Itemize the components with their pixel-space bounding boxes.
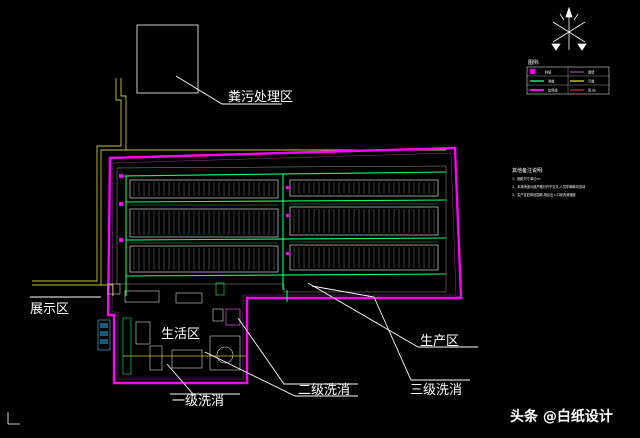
legend-item-dirty-road: 污道 — [588, 79, 595, 84]
clean-road — [119, 171, 447, 302]
note-line: 2、本场净道污道严格分开不交叉,人员车辆单向流动 — [512, 184, 585, 189]
legend-item-wall: 围墙 — [588, 70, 595, 75]
disinfection-station-1 — [97, 319, 111, 351]
note-line: 3、生产区四周设围墙,场区出入口设洗消通道 — [512, 192, 576, 197]
leader-lines — [30, 75, 478, 397]
notes: 其他备注说明: 1、图纸尺寸单位:m 2、本场净道污道严格分开不交叉,人员车辆单… — [512, 167, 585, 197]
label-production-zone: 生产区 — [420, 334, 459, 349]
dirty-road — [32, 78, 446, 296]
ucs-icon — [7, 412, 20, 425]
watermark: 头条 @白纸设计 — [510, 408, 613, 425]
legend-item-boundary: 边界线 — [548, 88, 558, 93]
north-arrow-icon — [550, 6, 588, 51]
display-area — [107, 282, 225, 304]
legend-item-wind: 风 向 — [588, 88, 595, 93]
site-boundary — [106, 146, 463, 385]
barn-group-left — [129, 179, 279, 273]
barn-group-right — [289, 179, 439, 271]
legend: 图例: 料塔 围墙 净道 污道 边界线 风 向 — [526, 59, 610, 95]
living-area — [122, 308, 241, 375]
label-disinfect-3: 三级洗消 — [410, 383, 462, 398]
notes-title: 其他备注说明: — [512, 167, 544, 174]
label-display-zone: 展示区 — [30, 302, 69, 317]
label-living-zone: 生活区 — [161, 327, 200, 342]
label-disinfect-2: 二级洗消 — [298, 383, 350, 398]
feed-tower-swatch-icon — [530, 69, 535, 74]
note-line: 1、图纸尺寸单位:m — [512, 176, 541, 181]
legend-item-clean-road: 净道 — [548, 79, 555, 84]
manure-treatment-area — [136, 24, 199, 94]
legend-title: 图例: — [528, 59, 540, 66]
label-manure-zone: 粪污处理区 — [228, 90, 293, 105]
label-disinfect-1: 一级洗消 — [172, 394, 224, 409]
legend-item-feed-tower: 料塔 — [545, 70, 552, 75]
feed-tower-icon — [119, 174, 289, 255]
